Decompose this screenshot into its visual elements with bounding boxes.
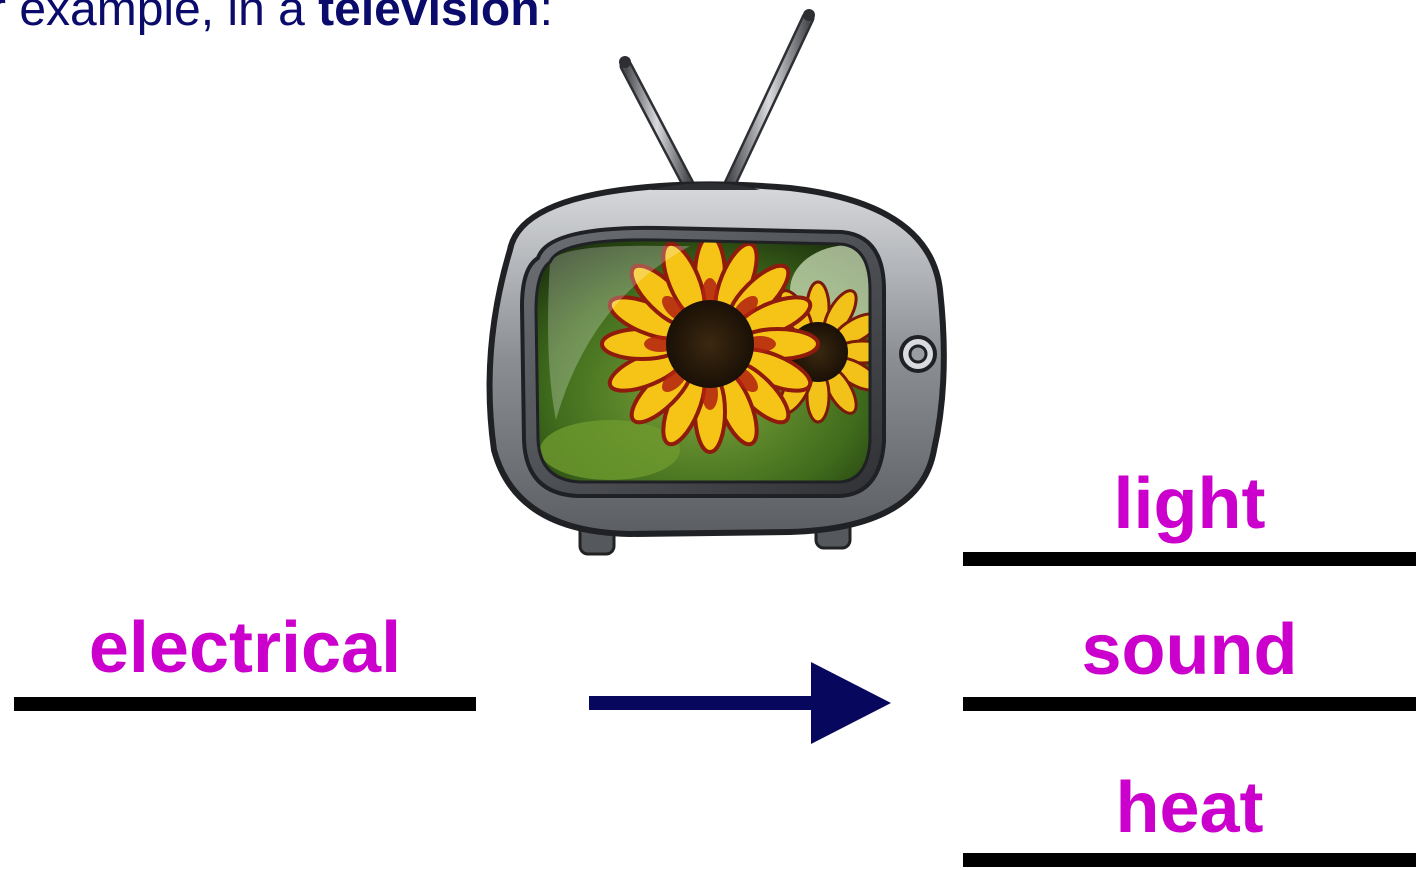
output-blank-line-2 — [963, 697, 1416, 711]
output-energy-light: light — [1113, 464, 1266, 544]
arrow-right-icon — [589, 662, 891, 744]
output-blank-line-3 — [963, 853, 1416, 867]
output-energy-sound: sound — [1081, 610, 1298, 690]
television-icon — [486, 9, 947, 556]
output-blank-line-1 — [963, 552, 1416, 566]
intro-device: television — [318, 0, 540, 36]
input-energy-label: electrical — [88, 608, 402, 688]
intro-prefix: r example, in a — [0, 0, 319, 36]
intro-suffix: : — [539, 0, 553, 36]
output-energy-heat: heat — [1115, 768, 1264, 848]
input-blank-line — [14, 697, 476, 711]
intro-sentence: r example, in a television: — [0, 0, 553, 34]
